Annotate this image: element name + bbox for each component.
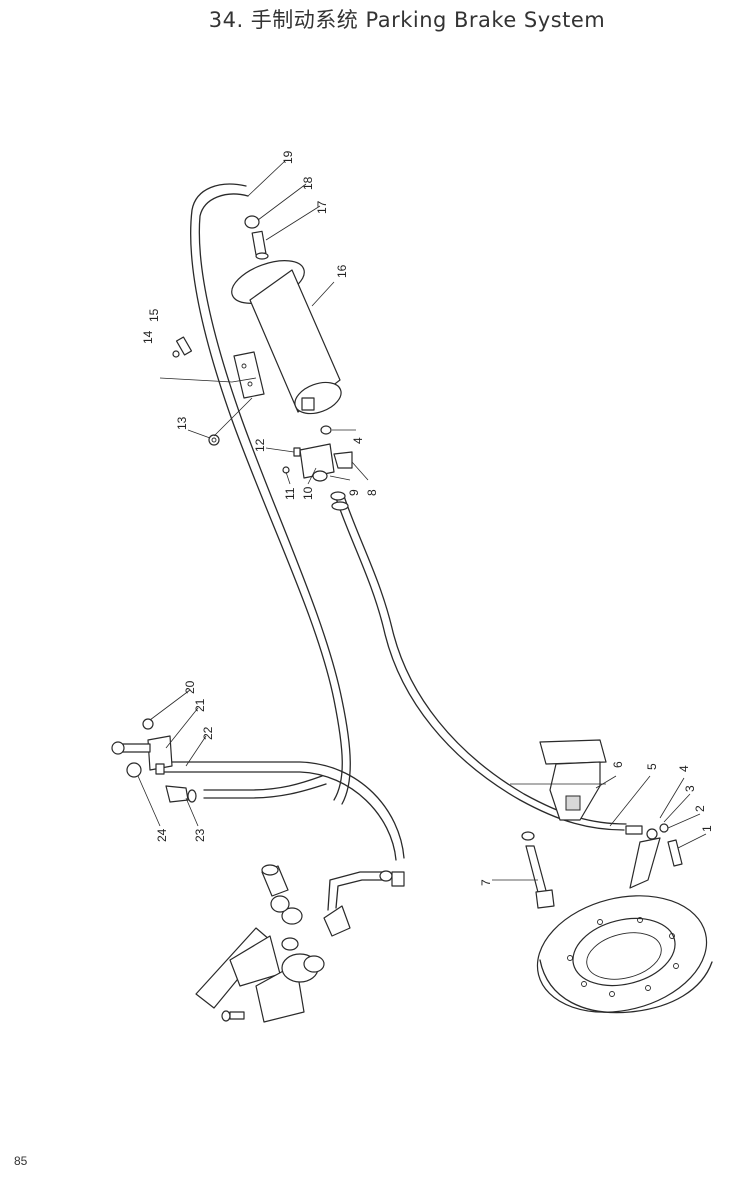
bolt-7 bbox=[521, 831, 555, 909]
callout-18: 18 bbox=[301, 176, 315, 190]
callout-22: 22 bbox=[201, 726, 215, 740]
callout-24: 24 bbox=[155, 828, 169, 842]
callout-13: 13 bbox=[175, 416, 189, 430]
callout-4b: 4 bbox=[351, 437, 365, 444]
callout-23: 23 bbox=[193, 828, 207, 842]
clamp-18 bbox=[244, 215, 260, 229]
callout-14: 14 bbox=[141, 330, 155, 344]
callout-1: 1 bbox=[700, 825, 714, 832]
leader-lines bbox=[137, 159, 707, 881]
callout-8: 8 bbox=[365, 489, 379, 496]
callout-9: 9 bbox=[347, 489, 361, 496]
bolt-15 bbox=[172, 336, 193, 358]
valve-assembly-20-24 bbox=[111, 718, 197, 803]
fitting-17 bbox=[251, 230, 269, 260]
cable-end-1-4 bbox=[625, 823, 683, 889]
callout-21: 21 bbox=[193, 698, 207, 712]
callout-6: 6 bbox=[611, 761, 625, 768]
callout-3: 3 bbox=[683, 785, 697, 792]
callout-4a: 4 bbox=[677, 765, 691, 772]
callout-20: 20 bbox=[183, 680, 197, 694]
callout-11: 11 bbox=[283, 487, 297, 500]
chamber-16 bbox=[231, 260, 342, 415]
tube-22 bbox=[163, 761, 405, 861]
page-title: 34. 手制动系统 Parking Brake System bbox=[208, 8, 606, 32]
bracket-6 bbox=[539, 739, 607, 821]
callout-7: 7 bbox=[479, 879, 493, 886]
hose-19 bbox=[190, 183, 351, 805]
callout-5: 5 bbox=[645, 763, 659, 770]
lever-assembly-8-12 bbox=[282, 425, 353, 511]
brake-drum bbox=[536, 895, 713, 1014]
callout-16: 16 bbox=[335, 264, 349, 278]
callout-labels: 1 2 3 4 5 6 7 8 9 10 11 12 4 13 14 15 16… bbox=[141, 150, 714, 886]
hand-brake-valve bbox=[195, 864, 405, 1023]
callout-19: 19 bbox=[281, 150, 295, 164]
callout-2: 2 bbox=[693, 805, 707, 812]
callout-17: 17 bbox=[315, 200, 329, 214]
callout-12: 12 bbox=[253, 438, 267, 452]
page-number: 85 bbox=[14, 1154, 28, 1168]
nut-13 bbox=[208, 434, 220, 446]
callout-15: 15 bbox=[147, 308, 161, 322]
callout-10: 10 bbox=[301, 486, 315, 500]
